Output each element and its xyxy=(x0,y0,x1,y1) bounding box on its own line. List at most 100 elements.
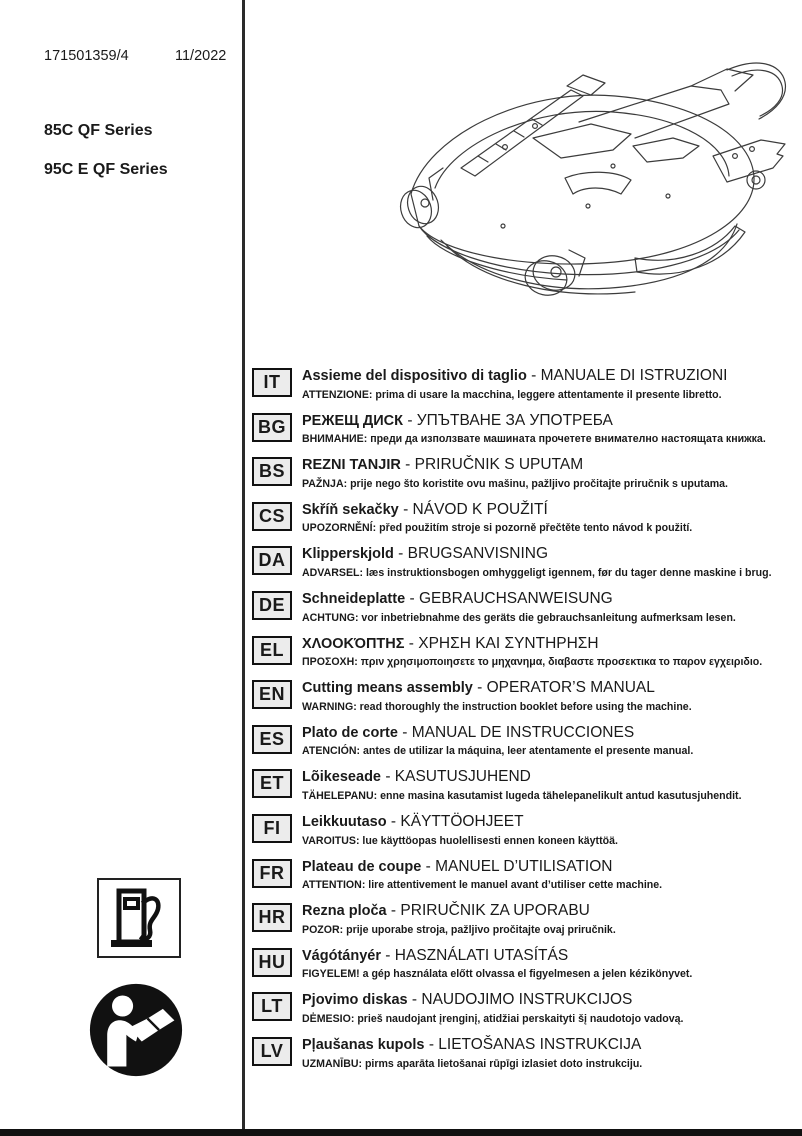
manual-type: MANUALE DI ISTRUZIONI xyxy=(540,367,728,384)
language-entry: ΧΛΟΟΚΌΠΤΗΣ - ΧΡΗΣΗ ΚΑΙ ΣΥΝΤΗΡΗΣΗ ΠΡΟΣΟΧΗ… xyxy=(302,635,762,669)
manual-type: NAUDOJIMO INSTRUKCIJOS xyxy=(421,991,633,1009)
title-separator: - xyxy=(477,679,483,697)
assembly-title: Leikkuutaso xyxy=(302,813,387,830)
language-entry: Leikkuutaso - KÄYTTÖOHJEET VAROITUS: lue… xyxy=(302,813,618,847)
vertical-divider xyxy=(242,0,245,1129)
title-line: Rezna ploča - PRIRUČNIK ZA UPORABU xyxy=(302,902,616,921)
language-code-badge: HR xyxy=(252,903,292,933)
language-entry: Klipperskjold - BRUGSANVISNING ADVARSEL:… xyxy=(302,545,772,579)
language-code-text: HR xyxy=(258,907,286,928)
title-line: Plateau de coupe - MANUEL D’UTILISATION xyxy=(302,858,662,877)
title-separator: - xyxy=(403,500,409,518)
language-code-text: FI xyxy=(263,817,281,838)
language-entry: Pļaušanas kupols - LIETOŠANAS INSTRUKCIJ… xyxy=(302,1036,642,1070)
language-entry: Assieme del dispositivo di taglio - MANU… xyxy=(302,367,728,401)
document-info: 171501359/4 11/2022 xyxy=(44,48,226,66)
title-line: Leikkuutaso - KÄYTTÖOHJEET xyxy=(302,813,618,832)
model-name-85c: 85C QF Series xyxy=(44,122,153,139)
language-entry: REZNI TANJIR - PRIRUČNIK S UPUTAM PAŽNJA… xyxy=(302,456,728,490)
language-row: LV Pļaušanas kupols - LIETOŠANAS INSTRUK… xyxy=(252,1036,792,1070)
assembly-title: Pļaušanas kupols xyxy=(302,1036,425,1053)
title-separator: - xyxy=(385,946,391,964)
language-entry: Pjovimo diskas - NAUDOJIMO INSTRUKCIJOS … xyxy=(302,991,683,1025)
language-code-text: EL xyxy=(259,639,284,660)
language-code-badge: HU xyxy=(252,947,292,977)
language-row: BS REZNI TANJIR - PRIRUČNIK S UPUTAM PAŽ… xyxy=(252,456,792,490)
language-code-text: DE xyxy=(258,594,285,615)
assembly-title: Assieme del dispositivo di taglio xyxy=(302,368,527,384)
language-entry: Lõikeseade - KASUTUSJUHEND TÄHELEPANU: e… xyxy=(302,768,742,802)
manual-type: KÄYTTÖOHJEET xyxy=(400,812,524,830)
manual-type: УПЪТВАНЕ ЗА УПОТРЕБА xyxy=(416,411,613,429)
language-code-badge: EL xyxy=(252,635,292,665)
warning-text: PAŽNJA: prije nego što koristite ovu maš… xyxy=(302,477,728,490)
title-line: Klipperskjold - BRUGSANVISNING xyxy=(302,545,772,564)
assembly-title: Schneideplatte xyxy=(302,590,406,607)
warning-text: ATTENZIONE: prima di usare la macchina, … xyxy=(302,388,722,401)
language-entry: Schneideplatte - GEBRAUCHSANWEISUNG ACHT… xyxy=(302,590,736,624)
title-line: Vágótányér - HASZNÁLATI UTASÍTÁS xyxy=(302,947,692,966)
language-code-badge: ES xyxy=(252,724,292,754)
language-entry: Skříň sekačky - NÁVOD K POUŽITÍ UPOZORNĚ… xyxy=(302,501,692,535)
assembly-title: РЕЖЕЩ ДИСК xyxy=(302,412,403,429)
assembly-title: Cutting means assembly xyxy=(302,680,473,697)
language-code-text: ES xyxy=(259,728,285,749)
title-line: Plato de corte - MANUAL DE INSTRUCCIONES xyxy=(302,724,693,743)
title-separator: - xyxy=(407,411,413,429)
language-row: HU Vágótányér - HASZNÁLATI UTASÍTÁS FIGY… xyxy=(252,947,792,981)
manual-type: HASZNÁLATI UTASÍTÁS xyxy=(394,946,569,964)
title-separator: - xyxy=(411,991,418,1009)
language-row: DA Klipperskjold - BRUGSANVISNING ADVARS… xyxy=(252,545,792,579)
language-code-text: CS xyxy=(258,505,285,526)
language-row: FI Leikkuutaso - KÄYTTÖOHJEET VAROITUS: … xyxy=(252,813,792,847)
title-line: Lõikeseade - KASUTUSJUHEND xyxy=(302,768,742,787)
manual-type: GEBRAUCHSANWEISUNG xyxy=(418,589,613,607)
language-row: EN Cutting means assembly - OPERATOR’S M… xyxy=(252,679,792,713)
language-entry: РЕЖЕЩ ДИСК - УПЪТВАНЕ ЗА УПОТРЕБА ВНИМАН… xyxy=(302,412,766,446)
manual-type: OPERATOR’S MANUAL xyxy=(486,679,655,697)
title-line: Schneideplatte - GEBRAUCHSANWEISUNG xyxy=(302,590,736,609)
language-list: IT Assieme del dispositivo di taglio - M… xyxy=(252,367,792,1070)
fuel-pump-icon xyxy=(111,888,161,947)
assembly-title: REZNI TANJIR xyxy=(302,457,401,474)
language-code-text: EN xyxy=(258,684,285,705)
assembly-title: ΧΛΟΟΚΌΠΤΗΣ xyxy=(302,635,405,652)
title-separator: - xyxy=(405,456,411,474)
document-number: 171501359/4 xyxy=(44,48,129,64)
language-code-text: LV xyxy=(260,1040,284,1061)
warning-text: DĖMESIO: prieš naudojant įrenginį, atidž… xyxy=(302,1012,684,1025)
title-separator: - xyxy=(428,1035,434,1053)
read-manual-symbol xyxy=(88,982,184,1078)
title-separator: - xyxy=(425,857,431,875)
fuel-pump-symbol xyxy=(97,878,181,958)
language-entry: Vágótányér - HASZNÁLATI UTASÍTÁS FIGYELE… xyxy=(302,947,692,981)
warning-text: TÄHELEPANU: enne masina kasutamist luged… xyxy=(302,789,742,802)
model-list: 85C QF Series 95C E QF Series xyxy=(44,122,168,179)
language-code-text: FR xyxy=(259,862,285,883)
language-entry: Plato de corte - MANUAL DE INSTRUCCIONES… xyxy=(302,724,693,758)
language-row: FR Plateau de coupe - MANUEL D’UTILISATI… xyxy=(252,858,792,891)
language-code-badge: FI xyxy=(252,813,292,843)
warning-text: ADVARSEL: læs instruktionsbogen omhyggel… xyxy=(302,566,772,579)
title-line: ΧΛΟΟΚΌΠΤΗΣ - ΧΡΗΣΗ ΚΑΙ ΣΥΝΤΗΡΗΣΗ xyxy=(302,635,762,654)
warning-text: ACHTUNG: vor inbetriebnahme des geräts d… xyxy=(302,611,736,624)
model-name-95c: 95C E QF Series xyxy=(44,161,168,178)
language-row: CS Skříň sekačky - NÁVOD K POUŽITÍ UPOZO… xyxy=(252,501,792,535)
assembly-title: Pjovimo diskas xyxy=(302,992,408,1009)
warning-text: POZOR: prije uporabe stroja, pažljivo pr… xyxy=(302,923,616,936)
language-code-badge: CS xyxy=(252,501,292,531)
language-row: DE Schneideplatte - GEBRAUCHSANWEISUNG A… xyxy=(252,590,792,624)
manual-type: ΧΡΗΣΗ ΚΑΙ ΣΥΝΤΗΡΗΣΗ xyxy=(418,634,599,652)
language-row: EL ΧΛΟΟΚΌΠΤΗΣ - ΧΡΗΣΗ ΚΑΙ ΣΥΝΤΗΡΗΣΗ ΠΡΟΣ… xyxy=(252,635,792,669)
warning-text: ΠΡΟΣΟΧΗ: πριν χρησιμοποιησετε το μηχανημ… xyxy=(302,656,763,669)
footer-bar xyxy=(0,1129,802,1136)
manual-type: PRIRUČNIK S UPUTAM xyxy=(414,456,584,474)
language-code-badge: LV xyxy=(252,1036,292,1066)
title-separator: - xyxy=(531,367,537,384)
language-code-badge: IT xyxy=(252,368,292,397)
assembly-title: Rezna ploča xyxy=(302,903,387,920)
language-code-badge: DE xyxy=(252,590,292,620)
warning-text: UPOZORNĚNÍ: před použitím stroje si pozo… xyxy=(302,522,693,535)
language-code-text: BS xyxy=(258,461,285,482)
